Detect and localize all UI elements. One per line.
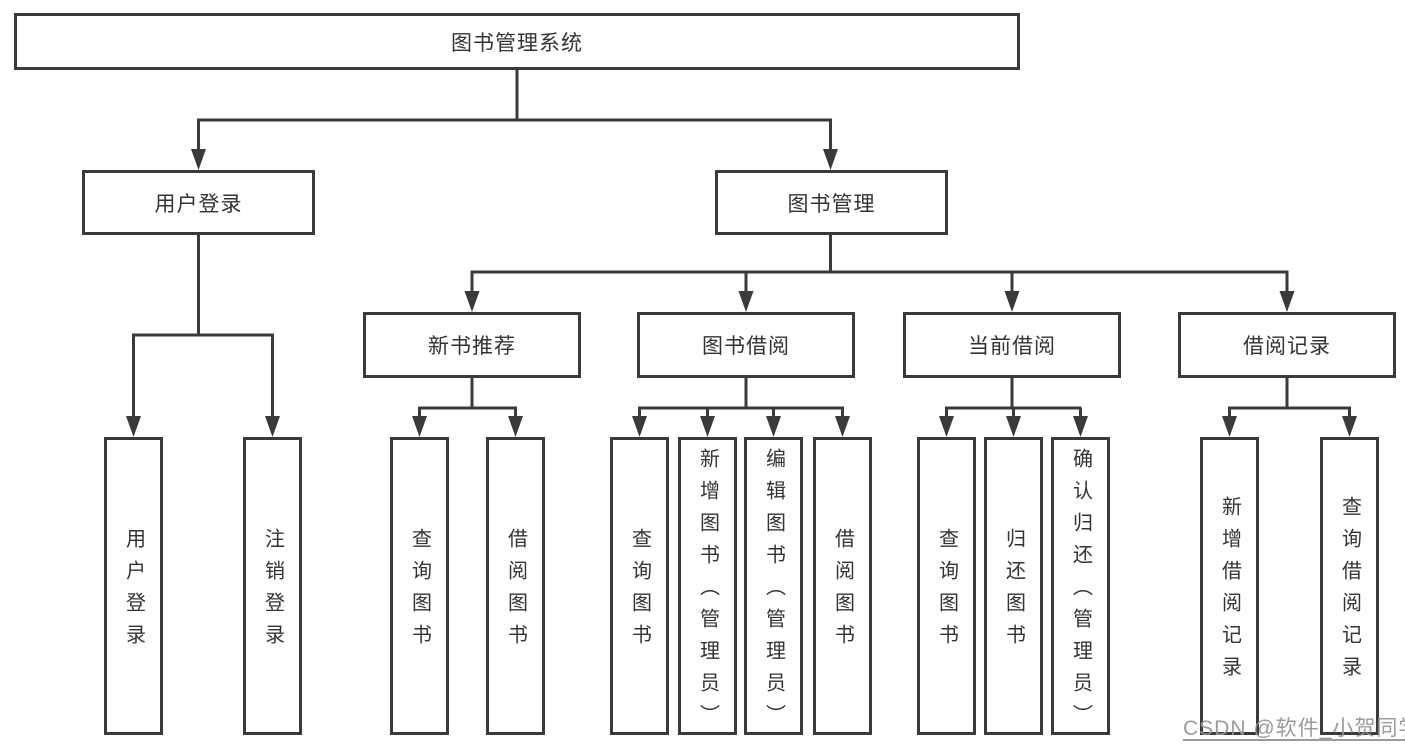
leaf-return-books: 归还图书 xyxy=(984,437,1043,735)
node-current-borrowing: 当前借阅 xyxy=(903,312,1121,378)
leaf-borrow-books-borrowing: 借阅图书 xyxy=(813,437,872,735)
leaf-label: 借阅图书 xyxy=(831,528,854,656)
node-borrowing-records: 借阅记录 xyxy=(1178,312,1396,378)
node-label: 图书管理 xyxy=(787,192,876,216)
leaf-label: 用户登录 xyxy=(122,528,145,656)
node-label: 用户登录 xyxy=(154,192,243,216)
leaf-borrow-books-newbook: 借阅图书 xyxy=(486,437,545,735)
leaf-add-borrow-record: 新增借阅记录 xyxy=(1200,437,1259,735)
leaf-add-books-admin: 新增图书（管理员） xyxy=(678,437,737,736)
leaf-query-books-current: 查询图书 xyxy=(917,437,976,735)
leaf-label: 注销登录 xyxy=(261,528,284,656)
node-label: 图书管理系统 xyxy=(451,31,583,55)
csdn-watermark: CSDN @软件_小贺同学 xyxy=(1183,717,1405,740)
node-label: 当前借阅 xyxy=(968,335,1056,358)
node-label: 借阅记录 xyxy=(1243,335,1331,358)
node-label: 图书借阅 xyxy=(702,335,790,358)
leaf-label: 查询图书 xyxy=(628,528,651,656)
leaf-logout: 注销登录 xyxy=(243,437,302,735)
leaf-label: 借阅图书 xyxy=(504,528,527,656)
leaf-query-books-newbook: 查询图书 xyxy=(390,437,449,735)
node-book-borrowing: 图书借阅 xyxy=(637,312,855,378)
leaf-label: 查询图书 xyxy=(408,528,431,656)
node-new-book-recommendation: 新书推荐 xyxy=(363,312,581,378)
node-label: 新书推荐 xyxy=(428,335,516,358)
leaf-user-login: 用户登录 xyxy=(104,437,163,735)
leaf-label: 新增图书（管理员） xyxy=(696,448,719,736)
leaf-label: 查询借阅记录 xyxy=(1338,496,1361,688)
leaf-query-books-borrowing: 查询图书 xyxy=(610,437,669,735)
leaf-label: 编辑图书（管理员） xyxy=(762,448,785,736)
node-book-management: 图书管理 xyxy=(715,170,948,235)
node-library-management-system: 图书管理系统 xyxy=(14,13,1020,70)
leaf-edit-books-admin: 编辑图书（管理员） xyxy=(744,437,803,736)
leaf-label: 新增借阅记录 xyxy=(1218,496,1241,688)
leaf-label: 归还图书 xyxy=(1002,528,1025,656)
leaf-query-borrow-record: 查询借阅记录 xyxy=(1320,437,1379,735)
node-user-login: 用户登录 xyxy=(82,170,315,235)
leaf-label: 确认归还（管理员） xyxy=(1069,448,1092,736)
leaf-label: 查询图书 xyxy=(935,528,958,656)
leaf-confirm-return-admin: 确认归还（管理员） xyxy=(1051,437,1110,736)
